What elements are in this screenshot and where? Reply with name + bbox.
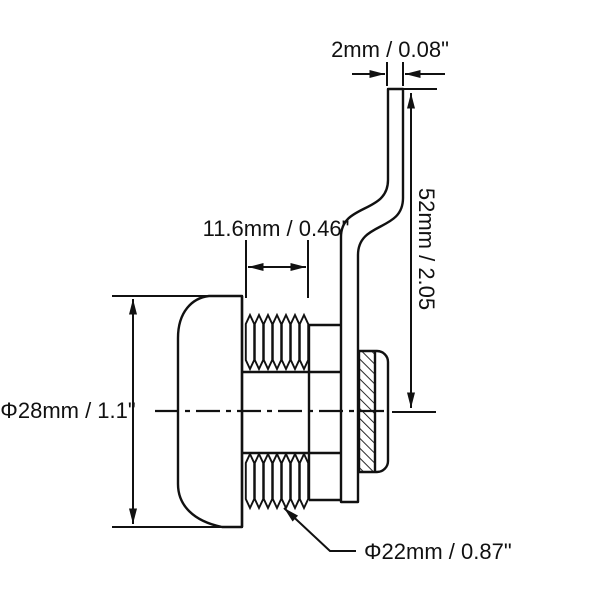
dim-label-head-diameter: Φ28mm / 1.1" [0,398,135,423]
dim-label-thread-diameter: Φ22mm / 0.87" [364,539,512,564]
thread-tooth [244,451,256,511]
dim-label-cam-height: 52mm / 2.05 [414,188,439,310]
thread-tooth [244,312,256,372]
dim-thread-diameter: Φ22mm / 0.87" [283,507,512,564]
thread-tooth [271,312,283,372]
cam-bar-outline [339,87,405,504]
lock-body [176,87,405,529]
thread-tooth [262,451,274,511]
dim-cam-thickness: 2mm / 0.08" [331,37,449,86]
thread-tooth [271,451,283,511]
thread-tooth [298,451,310,511]
thread-tooth [253,451,265,511]
dim-label-thread-length: 11.6mm / 0.46" [203,216,350,241]
thread-tooth [280,312,292,372]
dim-thread-length: 11.6mm / 0.46" [203,216,350,298]
dim-head-diameter: Φ28mm / 1.1" [0,295,243,528]
thread-tooth [298,312,310,372]
dim-cam-height: 52mm / 2.05 [388,88,439,413]
thread-tooth [289,312,301,372]
thread-tooth [253,312,265,372]
thread-upper [244,312,310,372]
thread-tooth [262,312,274,372]
thread-lower [244,451,310,511]
leader-line [283,507,356,552]
thread-tooth [289,451,301,511]
thread-tooth [280,451,292,511]
dim-label-cam-thickness: 2mm / 0.08" [331,37,449,62]
